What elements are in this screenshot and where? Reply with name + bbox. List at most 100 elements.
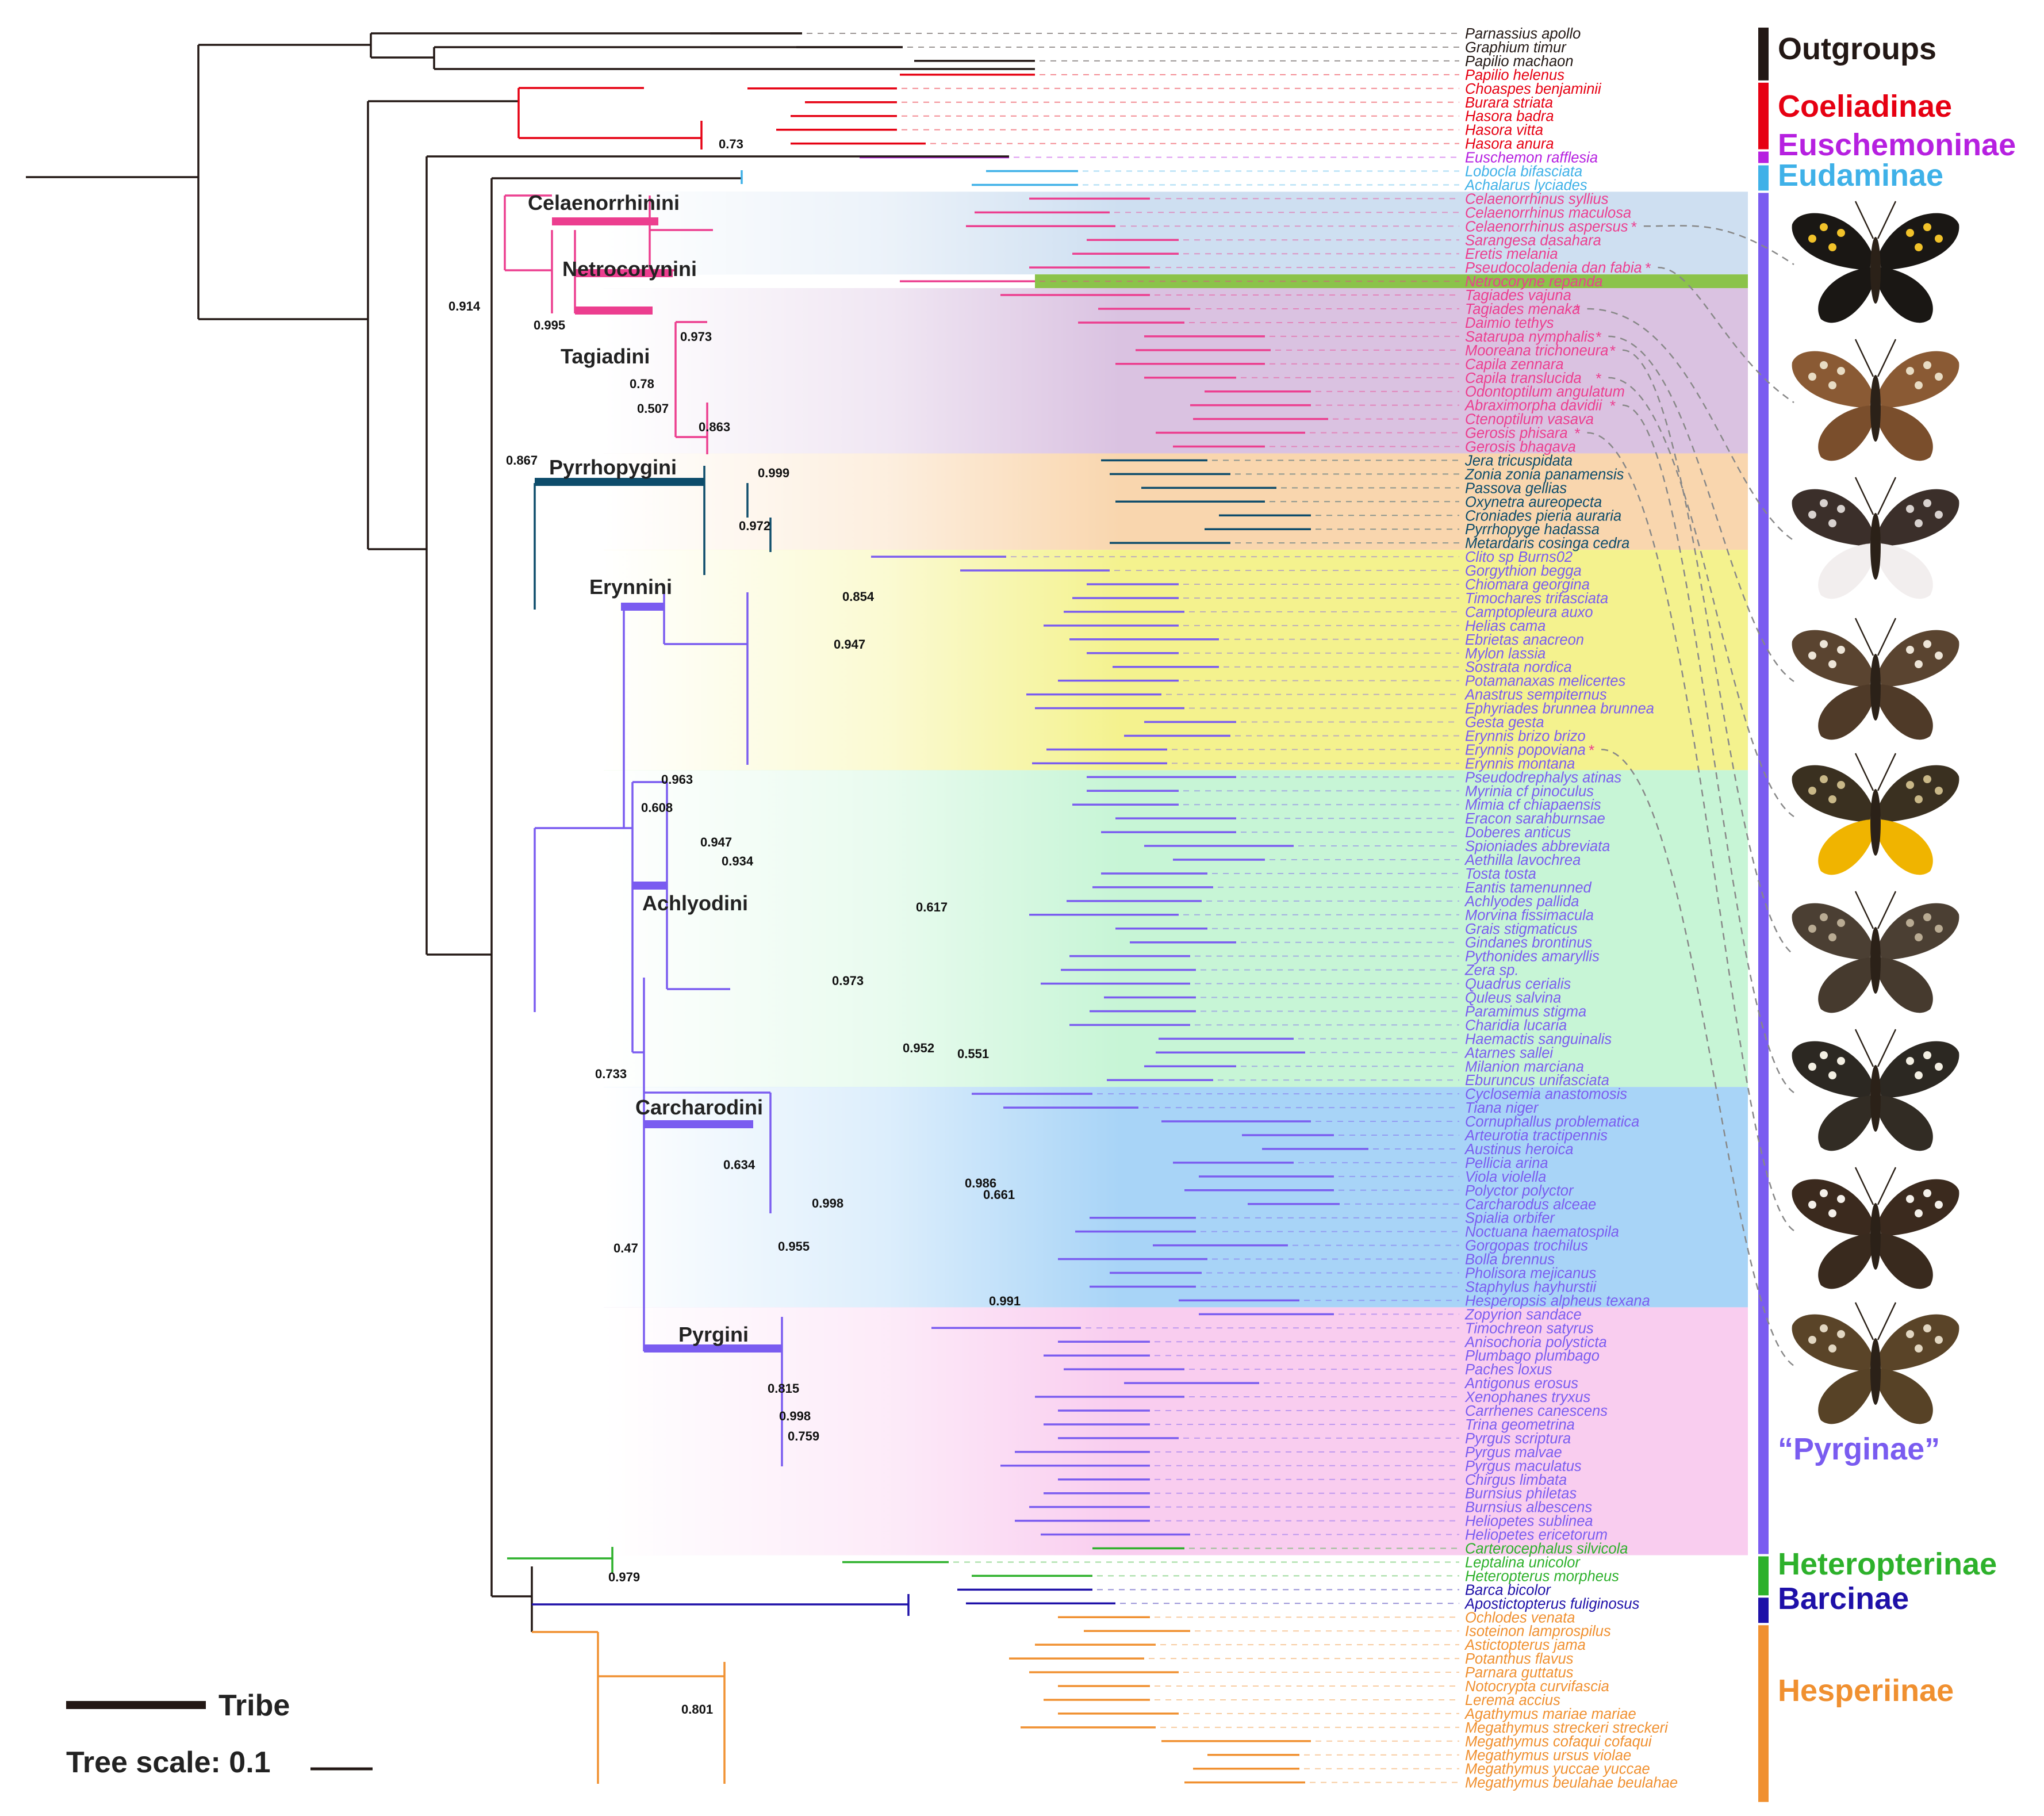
highlight-asterisk: * — [1610, 342, 1616, 359]
node-support-value: 0.759 — [788, 1429, 819, 1443]
taxon-label: Paramimus stigma — [1465, 1003, 1586, 1020]
taxon-label: Gesta gesta — [1465, 715, 1544, 731]
node-support-value: 0.617 — [916, 900, 948, 914]
clade-label: Coeliadinae — [1778, 89, 1952, 124]
clade-bar — [1758, 1597, 1769, 1623]
taxon-label: Heliopetes ericetorum — [1465, 1527, 1608, 1543]
tribe-background-netrocorynini — [1035, 274, 1748, 289]
taxon-label: Papilio machaon — [1465, 53, 1574, 70]
taxon-label: Tiana niger — [1465, 1100, 1539, 1116]
taxon-label: Lerema accius — [1465, 1692, 1560, 1708]
taxon-label: Eretis melania — [1465, 246, 1558, 262]
taxon-label: Quleus salvina — [1465, 990, 1561, 1006]
taxon-label: Capila translucida — [1465, 370, 1582, 386]
taxon-label: Eburuncus unifasciata — [1465, 1072, 1609, 1089]
node-support-value: 0.972 — [739, 519, 770, 533]
tribe-name-label: Pyrrhopygini — [549, 455, 677, 479]
taxon-label: Erynnis popoviana — [1465, 742, 1586, 758]
node-support-value: 0.998 — [812, 1196, 843, 1210]
taxon-label: Parnassius apollo — [1465, 26, 1581, 42]
clade-bar — [1758, 193, 1769, 1554]
taxon-label: Eracon sarahburnsae — [1465, 811, 1605, 827]
node-support-value: 0.998 — [779, 1409, 811, 1423]
tribe-background-erynnini — [604, 550, 1748, 771]
internal-branches — [532, 1594, 910, 1616]
internal-branches — [26, 32, 1035, 1632]
taxon-label: Mimia cf chiapaensis — [1465, 797, 1601, 813]
taxon-label: Clito sp Burns02 — [1465, 549, 1573, 565]
taxon-label: Gorgythion begga — [1465, 563, 1582, 579]
tribe-background-pyrrhopygini — [604, 453, 1748, 550]
highlight-asterisk: * — [1596, 370, 1601, 387]
taxon-label: Passova gellias — [1465, 480, 1567, 496]
node-support-value: 0.634 — [723, 1158, 756, 1172]
taxon-label: Aethilla lavochrea — [1464, 852, 1581, 868]
clade-euschemoninae: Euschemoninae — [1758, 128, 2016, 163]
clade-label: Hesperiinae — [1778, 1673, 1954, 1708]
taxon-label: Paches loxus — [1465, 1362, 1552, 1378]
clade-bar — [1758, 151, 1769, 163]
taxon-label: Anisochoria polysticta — [1464, 1334, 1607, 1350]
taxon-label: Graphium timur — [1465, 40, 1567, 56]
clade-label: “Pyrginae” — [1778, 1432, 1940, 1466]
clade-bar — [1758, 82, 1769, 150]
butterfly-specimen-image — [1792, 339, 1959, 461]
taxon-label: Polyctor polyctor — [1465, 1183, 1574, 1199]
tribe-background-tagiadini — [604, 288, 1748, 454]
taxon-label: Gerosis bhagava — [1465, 439, 1576, 455]
taxon-label: Potanthus flavus — [1465, 1651, 1574, 1667]
tribe-name-label: Pyrgini — [678, 1323, 749, 1346]
node-support-value: 0.999 — [758, 466, 789, 480]
taxon-label: Ctenoptilum vasava — [1465, 412, 1594, 428]
butterfly-specimen-image — [1792, 753, 1959, 875]
taxon-label: Carcharodus alceae — [1465, 1197, 1596, 1213]
highlight-asterisk: * — [1589, 741, 1594, 758]
tribe-name-label: Erynnini — [589, 575, 672, 599]
clade-label: Eudaminae — [1778, 158, 1943, 193]
taxon-label: Oxynetra aureopecta — [1465, 494, 1602, 510]
taxon-label: Achlyodes pallida — [1464, 894, 1579, 910]
taxon-label: Zera sp. — [1464, 963, 1519, 979]
clade-bar — [1758, 1625, 1769, 1802]
taxon-label: Notocrypta curvifascia — [1465, 1679, 1609, 1695]
taxon-label: Megathymus yuccae yuccae — [1465, 1761, 1650, 1777]
taxon-label: Burnsius philetas — [1465, 1486, 1577, 1502]
butterfly-specimen-image — [1792, 201, 1959, 323]
tribe-name-label: Achlyodini — [642, 891, 748, 915]
taxon-label: Metardaris cosinga cedra — [1465, 535, 1629, 551]
tribe-legend-label: Tribe — [218, 1689, 290, 1722]
taxon-label: Hasora vitta — [1465, 122, 1543, 139]
photo-connector — [1622, 349, 1794, 956]
clade-label: Barcinae — [1778, 1581, 1909, 1616]
taxon-label: Satarupa nymphalis — [1465, 329, 1595, 345]
taxon-label: Trina geometrina — [1465, 1417, 1575, 1433]
clade-bar — [1758, 28, 1769, 81]
clade-outgroups: Outgroups — [1758, 28, 1936, 81]
node-support-value: 0.78 — [630, 377, 654, 391]
tree-scale-label: Tree scale: 0.1 — [66, 1746, 271, 1779]
taxon-label: Cyclosemia anastomosis — [1465, 1086, 1627, 1102]
taxon-label: Leptalina unicolor — [1465, 1554, 1581, 1570]
taxon-label: Lobocla bifasciata — [1465, 164, 1582, 180]
photo-connector — [1608, 377, 1794, 818]
taxon-label: Spialia orbifer — [1465, 1210, 1555, 1227]
tribe-name-label: Celaenorrhinini — [528, 191, 680, 214]
taxon-label: Myrinia cf pinoculus — [1465, 783, 1594, 799]
node-support-value: 0.733 — [595, 1067, 627, 1081]
node-support-value: 0.973 — [832, 974, 864, 988]
node-support-value: 0.947 — [700, 835, 732, 849]
clade-coeliadinae: Coeliadinae — [1758, 82, 1952, 150]
taxon-label: Carrhenes canescens — [1465, 1403, 1608, 1419]
taxon-label: Pyrgus malvae — [1465, 1445, 1562, 1461]
node-support-value: 0.551 — [957, 1047, 989, 1061]
taxon-label: Haemactis sanguinalis — [1465, 1031, 1612, 1047]
node-support-value: 0.73 — [719, 137, 743, 151]
taxon-label: Megathymus cofaqui cofaqui — [1465, 1734, 1652, 1750]
taxon-label: Plumbago plumbago — [1465, 1348, 1600, 1364]
taxon-label: Astictopterus jama — [1464, 1637, 1586, 1653]
clade-hesperiinae: Hesperiinae — [1758, 1625, 1954, 1802]
taxon-label: Heteropterus morpheus — [1465, 1568, 1619, 1584]
node-support-value: 0.815 — [768, 1381, 799, 1396]
taxon-label: Daimio tethys — [1465, 315, 1554, 331]
taxon-label: Charidia lucaria — [1465, 1017, 1567, 1033]
